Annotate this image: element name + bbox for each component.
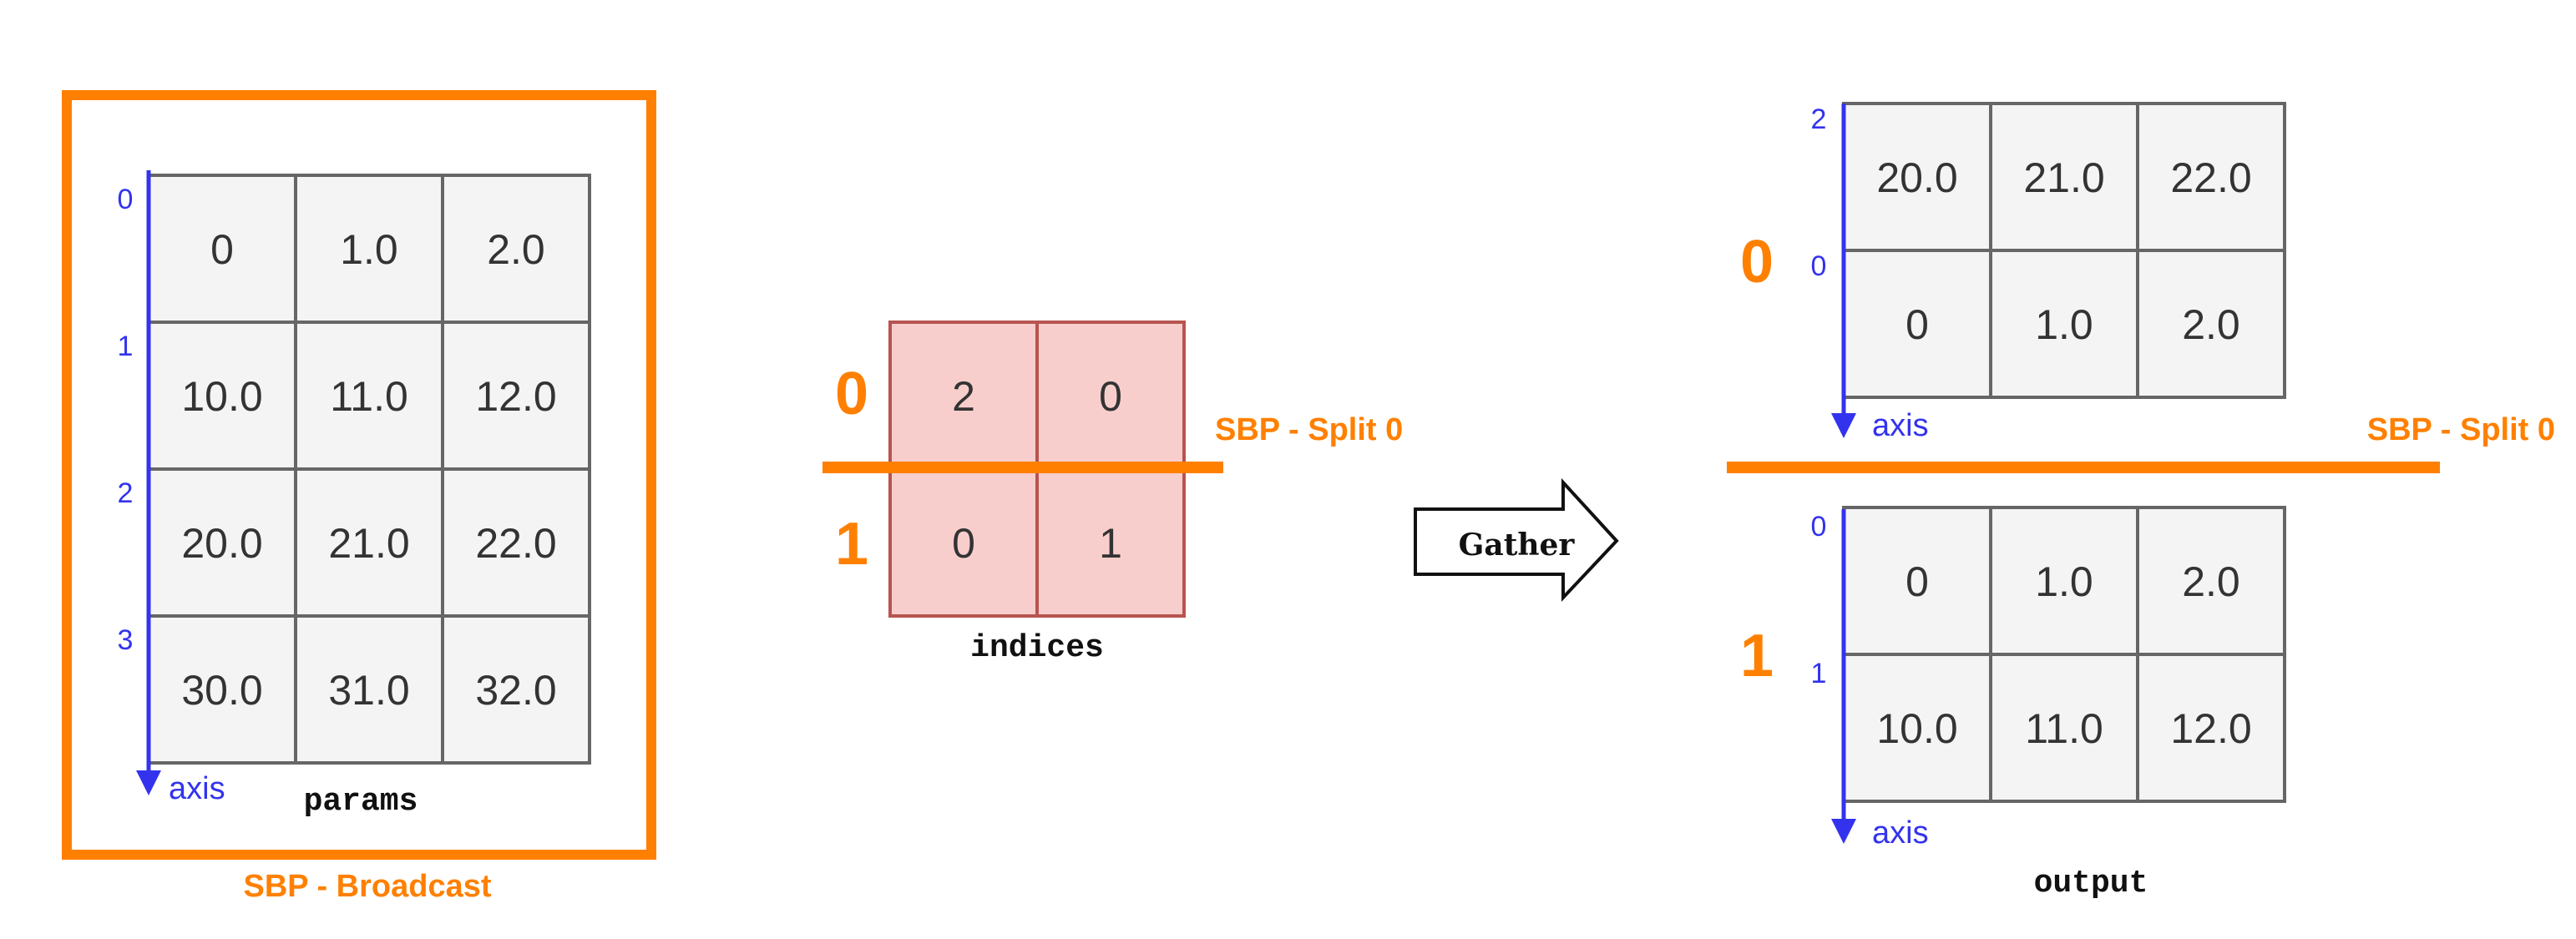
params-cell-value-3-2: 32.0 [475, 667, 556, 714]
params-cell-2-2 [441, 467, 591, 618]
params-cell-0-2 [441, 174, 591, 324]
output-p0-cell-value-0-1: 21.0 [2023, 154, 2104, 201]
params-cell-2-1 [294, 467, 444, 618]
params-row-index-3: 3 [118, 624, 134, 656]
output-p1-cell-1-2 [2136, 653, 2286, 803]
params-cell-1-2 [441, 321, 591, 471]
params-cell-value-2-1: 21.0 [328, 520, 409, 567]
output-p1-cell-value-1-0: 10.0 [1876, 705, 1957, 752]
params-cell-value-2-2: 22.0 [475, 520, 556, 567]
indices-cell-value-1-0: 0 [952, 520, 975, 567]
params-sbp-label: SBP - Broadcast [243, 869, 491, 904]
params-row-index-2: 2 [118, 477, 134, 509]
output-sbp-label: SBP - Split 0 [2367, 412, 2555, 447]
params-cell-value-0-0: 0 [210, 226, 234, 273]
params-row-index-1: 1 [118, 331, 134, 362]
indices-cell-0-0 [888, 321, 1039, 471]
output-p0-cell-value-0-2: 22.0 [2170, 154, 2251, 201]
output-p0-cell-0-2 [2136, 102, 2286, 252]
params-cell-3-2 [441, 614, 591, 765]
broadcast-frame [62, 90, 656, 860]
output-p1-cell-0-1 [1989, 506, 2139, 656]
params-cell-3-1 [294, 614, 444, 765]
output-p0-cell-value-1-2: 2.0 [2182, 301, 2240, 348]
output-p0-cell-0-0 [1842, 102, 1992, 252]
output-p1-cell-0-0 [1842, 506, 1992, 656]
params-axis-label: axis [169, 771, 225, 806]
indices-cell-value-0-0: 2 [952, 373, 975, 420]
gather-label: Gather [1459, 528, 1576, 563]
indices-caption: indices [970, 630, 1104, 666]
output-p1-cell-value-1-2: 12.0 [2170, 705, 2251, 752]
params-cell-value-1-1: 11.0 [330, 373, 408, 420]
params-row-indices: 0 1 2 3 [118, 184, 134, 656]
output-grid: 20.0 21.0 22.0 0 1.0 2.0 0 1.0 2.0 10.0 11.0 12.0 [1842, 102, 2286, 803]
output-p1-cell-1-1 [1989, 653, 2139, 803]
output-caption: output [2034, 866, 2148, 901]
output-partition-0: 0 [1740, 229, 1774, 295]
output-p0-cell-1-0 [1842, 249, 1992, 399]
params-cell-value-1-0: 10.0 [181, 373, 262, 420]
indices-cell-0-1 [1035, 321, 1186, 471]
output-p0-row-index-1: 0 [1811, 250, 1827, 282]
indices-sbp-label: SBP - Split 0 [1215, 412, 1403, 447]
output-p1-cell-1-0 [1842, 653, 1992, 803]
params-cell-value-0-1: 1.0 [340, 226, 398, 273]
output-p0-cell-0-1 [1989, 102, 2139, 252]
output-p1-cell-value-0-0: 0 [1905, 558, 1929, 605]
output-p1-cell-value-0-1: 1.0 [2035, 558, 2093, 605]
output-axis-label-0: axis [1872, 408, 1929, 443]
output-p0-row-index-0: 2 [1811, 103, 1827, 135]
output-p0-cell-value-0-0: 20.0 [1876, 154, 1957, 201]
params-caption: params [304, 784, 418, 820]
output-p1-row-index-1: 1 [1811, 658, 1827, 689]
output-p0-cell-value-1-1: 1.0 [2035, 301, 2093, 348]
indices-partition-1: 1 [835, 511, 868, 578]
indices-cell-value-0-1: 0 [1099, 373, 1122, 420]
output-p1-cell-value-0-2: 2.0 [2182, 558, 2240, 605]
output-axis-label-1: axis [1872, 815, 1929, 851]
params-grid: 0 1.0 2.0 10.0 11.0 12.0 20.0 21.0 22.0 30.0 31.0 3… [147, 174, 591, 765]
params-cell-3-0 [147, 614, 297, 765]
params-cell-value-3-1: 31.0 [328, 667, 409, 714]
params-cell-value-1-2: 12.0 [475, 373, 556, 420]
params-cell-value-2-0: 20.0 [181, 520, 262, 567]
output-p0-cell-1-2 [2136, 249, 2286, 399]
params-cell-value-3-0: 30.0 [181, 667, 262, 714]
params-cell-0-1 [294, 174, 444, 324]
output-p0-cell-value-1-0: 0 [1905, 301, 1929, 348]
output-p1-cell-0-2 [2136, 506, 2286, 656]
output-p1-cell-value-1-1: 11.0 [2025, 705, 2103, 752]
output-p1-row-index-0: 0 [1811, 511, 1827, 543]
indices-cell-1-1 [1035, 467, 1186, 618]
gather-arrow-shape [1414, 477, 1619, 603]
indices-partition-0: 0 [835, 361, 868, 427]
indices-cell-value-1-1: 1 [1099, 520, 1122, 567]
params-row-index-0: 0 [118, 184, 134, 215]
output-partition-1: 1 [1740, 623, 1774, 689]
output-p0-cell-1-1 [1989, 249, 2139, 399]
params-cell-value-0-2: 2.0 [487, 226, 545, 273]
